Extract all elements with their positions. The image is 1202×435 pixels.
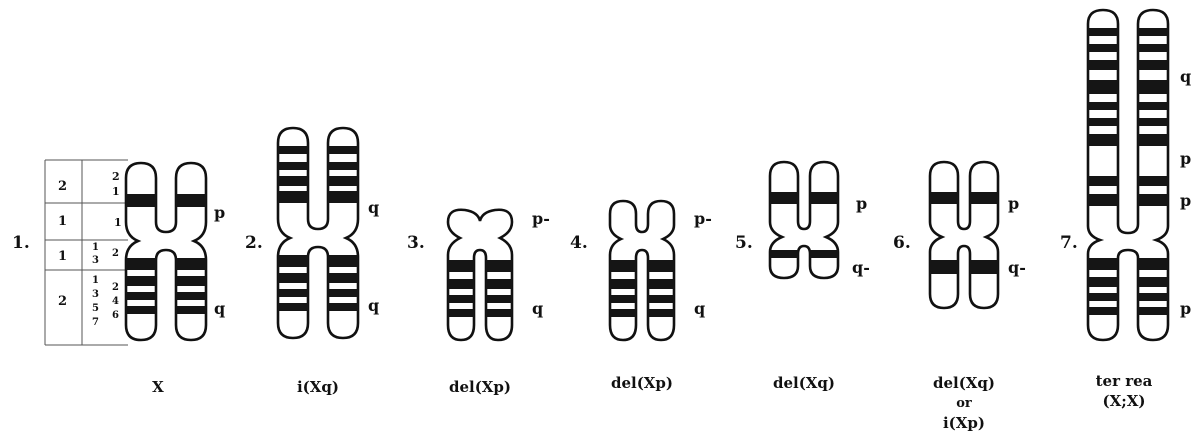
panel-caption: or [956,396,972,411]
arm-label-q: q [214,299,225,318]
ideogram-band-label: 4 [112,296,119,307]
ideogram-band-label: 7 [92,317,99,328]
arm-label-p: p [1180,191,1191,210]
arm-label-p: p [1008,194,1019,213]
panel-caption: (X;X) [1102,392,1145,410]
panel-number: 6. [893,233,911,253]
ideogram-band-label: 1 [114,216,122,229]
ideogram-region-label: 2 [58,179,67,194]
chromosome-del-xp [448,210,512,340]
panel-number: 2. [245,233,263,253]
ideogram-band-label: 2 [112,248,119,259]
panel-caption: ter rea [1096,372,1153,390]
ideogram-band-label: 3 [92,255,99,266]
arm-label-q-minus: q- [852,258,870,277]
ideogram-region-label: 1 [58,214,67,229]
panel-caption: del(Xp) [449,378,511,396]
chromosome-del-xp [610,201,674,340]
panel-number: 3. [407,233,425,253]
arm-label-p: p [214,203,225,222]
panel-caption: del(Xp) [611,374,673,392]
ideogram-band-label: 1 [112,185,120,198]
chromosome-del-xq [770,162,838,278]
panel-number: 5. [735,233,753,253]
panel-6-deletion-xq-or-isochromosome-xp: 6. p q- del(Xq) or i(Xp) [893,162,1026,432]
arm-label-p: p [1180,149,1191,168]
ideogram-band-label: 3 [92,289,99,300]
chromosome-ter-rea [1088,10,1168,340]
panel-7-terminal-rearrangement: 7. [1060,10,1191,410]
ideogram-band-label: 2 [112,170,120,183]
chromosome-del-xq [930,162,998,308]
panel-caption: del(Xq) [933,374,995,392]
panel-3-deletion-xp: 3. p- q del(Xp) [407,209,550,396]
arm-label-q: q [368,296,379,315]
panel-number: 1. [12,233,30,253]
ideogram-region-label: 1 [58,249,67,264]
arm-label-q: q [694,299,705,318]
panel-caption: i(Xp) [943,414,985,432]
panel-caption: i(Xq) [297,378,339,396]
chromosome-i-xq [278,128,358,338]
arm-label-q: q [1180,67,1191,86]
ideogram-band-label: 1 [92,242,99,253]
arm-label-p: p [856,194,867,213]
arm-label-q: q [532,299,543,318]
arm-label-q-minus: q- [1008,258,1026,277]
panel-number: 7. [1060,233,1078,253]
panel-2-isochromosome-xq: 2. q q i(Xq) [245,128,379,396]
ideogram-band-label: 5 [92,303,99,314]
ideogram-band-label: 1 [92,275,99,286]
ideogram-band-label: 2 [112,282,119,293]
arm-label-p-minus: p- [694,209,712,228]
chromosome-x [126,163,206,340]
arm-label-q: q [368,198,379,217]
ideogram-region-label: 2 [58,294,67,309]
arm-label-p: p [1180,299,1191,318]
panel-caption: del(Xq) [773,374,835,392]
panel-number: 4. [570,233,588,253]
panel-caption: X [152,378,164,396]
panel-5-deletion-xq: 5. p q- del(Xq) [735,162,870,392]
ideogram-band-label: 6 [112,310,119,321]
arm-label-p-minus: p- [532,209,550,228]
panel-4-deletion-xp: 4. p- q del(Xp) [570,201,712,392]
